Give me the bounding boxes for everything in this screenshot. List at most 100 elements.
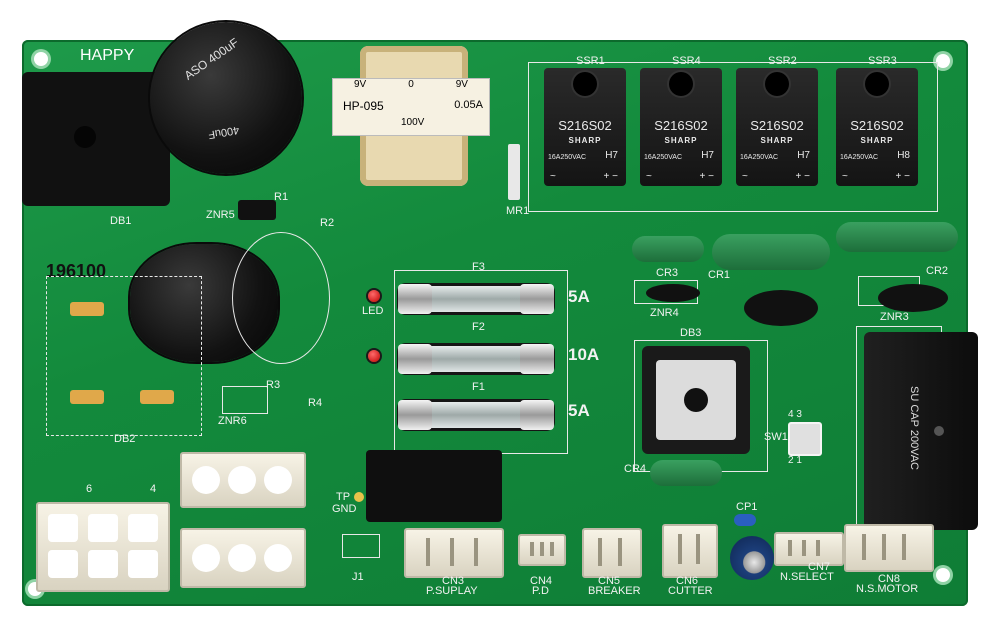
fuse-f3 [398,284,554,314]
fuse-f1 [398,400,554,430]
label-cr3: CR3 [656,267,679,279]
label-znr6: ZNR6 [218,415,247,427]
ssr-relay: S216S02 SHARP 16A250VAC H7 ~ + − [736,68,818,186]
transformer-model: HP-095 [343,99,384,113]
ssr-rating: 16A250VAC [644,154,683,161]
label-r1: R1 [274,191,289,203]
connector-ref: CN4 [530,575,553,587]
fuse-ref: F2 [472,321,485,333]
mounting-hole [684,388,708,412]
part-number: 196100 [46,261,107,281]
connector-ref: CN3 [442,575,465,587]
label-r4: R4 [308,397,323,409]
switch-sw1[interactable] [788,422,822,456]
ssr-ac-symbol: ~ [550,171,556,182]
led-indicator [368,350,380,362]
label-j1: J1 [352,571,364,583]
connector-name: P.SUPLAY [426,585,478,597]
transformer-label: 9V 0 9V HP-095 0.05A 100V [332,78,490,136]
connector-ref: CN7 [808,561,831,573]
label-sw1: SW1 [764,431,788,443]
test-point[interactable] [354,492,364,502]
pcb-board: HAPPY DB1 ASO 400uF 400uF 9V 0 9V HP-095… [22,22,978,606]
fuse-rating: 5A [568,401,590,420]
label-znr4: ZNR4 [650,307,679,319]
mounting-hole [34,52,48,66]
ssr-model: S216S02 [654,118,708,133]
ssr-brand: SHARP [760,136,794,145]
jumper-j1[interactable] [342,534,380,558]
ssr-relay: S216S02 SHARP 16A250VAC H7 ~ + − [640,68,722,186]
capacitor-cr2 [836,222,958,252]
ssr-brand: SHARP [860,136,894,145]
power-connector-3pin[interactable] [180,528,306,588]
ssr-ac-symbol: ~ [646,171,652,182]
brand-label: HAPPY [80,47,135,64]
label-znr5: ZNR5 [206,209,235,221]
ssr-dc-symbol: + − [795,171,810,182]
bridge-rectifier-db1 [22,72,170,206]
su-capacitor: SU CAP 200VAC [864,332,978,530]
label-r3: R3 [266,379,281,391]
fuse-f2 [398,344,554,374]
connector-ref: CN6 [676,575,699,587]
tap-center: 0 [408,79,414,90]
connector-cn4[interactable] [518,534,566,566]
electrolytic-capacitor: ASO 400uF 400uF [150,22,302,174]
power-connector-3pin[interactable] [180,452,306,508]
db2-outline [46,276,202,436]
connector-ref: CN5 [598,575,621,587]
connector-cn6[interactable] [662,524,718,578]
label-gnd: GND [332,503,357,515]
ssr-model: S216S02 [850,118,904,133]
label-mr1: MR1 [506,205,530,217]
ssr-brand: SHARP [568,136,602,145]
solder-pad [140,390,174,404]
mounting-hole [936,54,950,68]
fuse-ref: F1 [472,381,485,393]
tap-left: 9V [353,79,367,90]
sw-pins: 2 1 [788,455,802,466]
capacitor-text: ASO 400uF [181,35,242,83]
connector-name: N.SELECT [780,571,834,583]
label-r2: R2 [320,217,335,229]
ssr-model: S216S02 [558,118,612,133]
varistor-znr5 [238,200,276,220]
connector-cn8[interactable] [844,524,934,572]
ssr-ac-symbol: ~ [842,171,848,182]
transformer-current: 0.05A [454,99,483,111]
mounting-hole [934,426,944,436]
ssr-code: H7 [701,150,714,161]
conn-pin-label: 6 [86,483,93,495]
fuse-ref: F3 [472,261,485,273]
fuse-rating: 10A [568,345,600,364]
conn-pin-label: 4 [150,483,157,495]
connector-cn5[interactable] [582,528,642,578]
electrolytic-capacitor-small [730,536,774,580]
label-led: LED [362,305,384,317]
ssr-rating: 16A250VAC [740,154,779,161]
ssr-model: S216S02 [750,118,804,133]
relay-block [366,450,502,522]
heatsink-plate [656,360,736,440]
connector-cn3[interactable] [404,528,504,578]
capacitor-text: 400uF [207,123,241,141]
ssr-dc-symbol: + − [603,171,618,182]
fuse-rating: 5A [568,287,590,306]
connector-name: N.S.MOTOR [856,583,919,595]
mounting-hole [936,568,950,582]
connector-cn7[interactable] [774,532,844,566]
ssr-area-outline [528,62,938,212]
mr1-component [508,144,520,200]
ssr-rating: 16A250VAC [548,154,587,161]
label-cr1: CR1 [708,269,731,281]
ssr-code: H8 [897,150,910,161]
label-cp1: CP1 [736,501,758,513]
varistor [744,290,818,326]
power-connector-6pin[interactable] [36,502,170,592]
ssr-ref: SSR1 [576,55,605,67]
label-cr2: CR2 [926,265,949,277]
ssr-ac-symbol: ~ [742,171,748,182]
varistor-znr4 [646,284,700,302]
label-db3: DB3 [680,327,702,339]
